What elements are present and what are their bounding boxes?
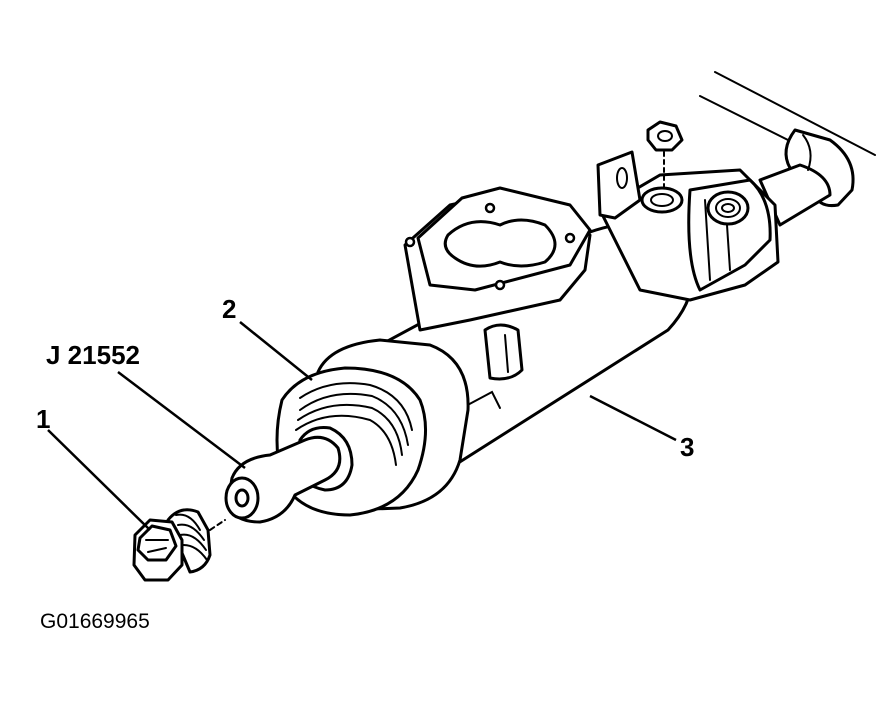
callout-tool: J 21552: [46, 340, 140, 370]
callout-3: 3: [680, 432, 694, 462]
callout-1: 1: [36, 404, 50, 434]
leader-1: [47, 429, 151, 531]
callout-2: 2: [222, 294, 236, 324]
leader-tool: [117, 371, 246, 469]
leader-3: [589, 394, 677, 442]
adjuster-plug-bolt: [132, 508, 226, 582]
figure-id: G01669965: [40, 610, 150, 633]
column-shaft: [699, 71, 876, 227]
leader-2: [239, 321, 313, 381]
special-tool-j21552: [224, 435, 342, 524]
